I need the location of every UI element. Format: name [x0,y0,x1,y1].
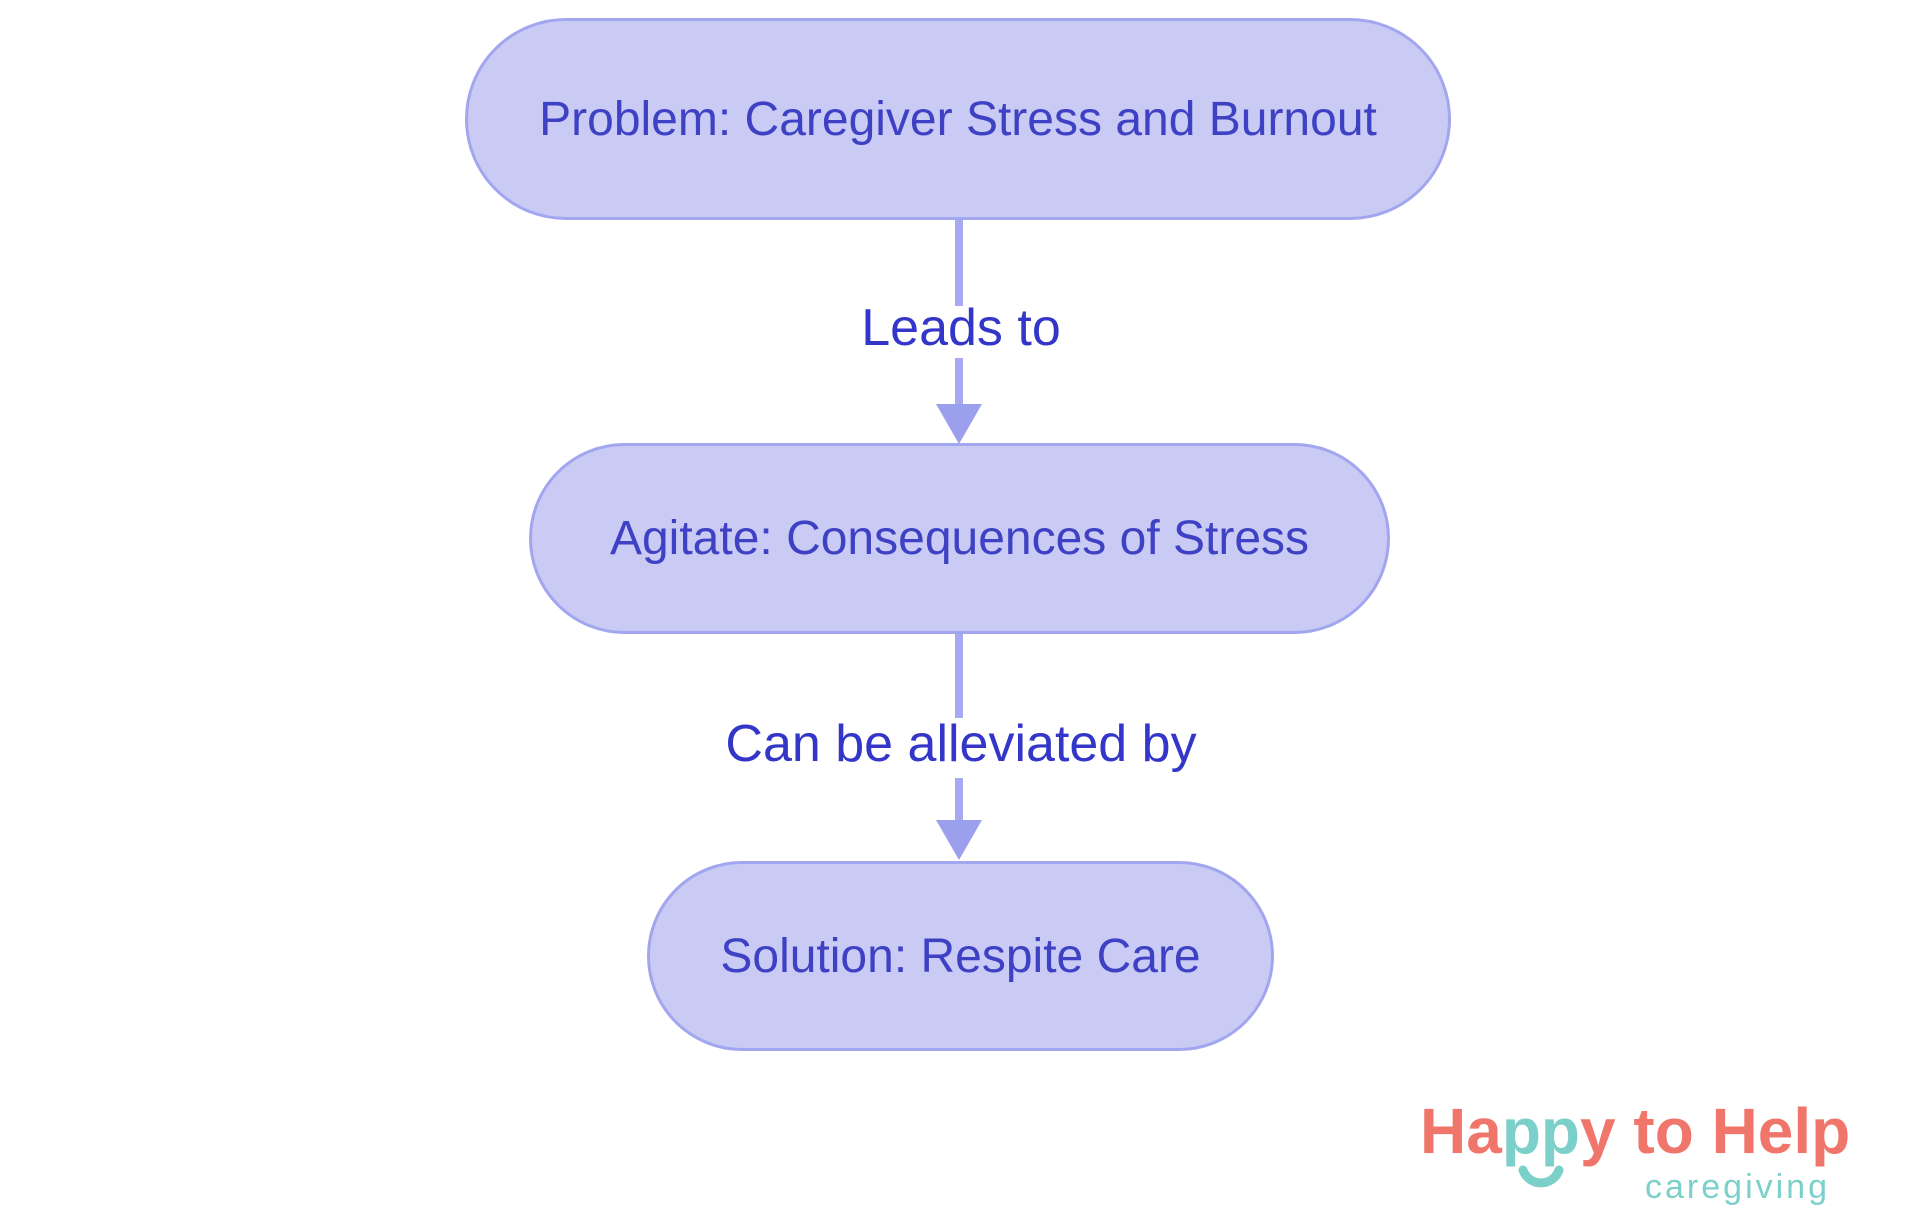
node-solution: Solution: Respite Care [647,861,1274,1051]
node-problem: Problem: Caregiver Stress and Burnout [465,18,1451,220]
arrow-down-icon [936,820,982,860]
node-agitate: Agitate: Consequences of Stress [529,443,1390,634]
smile-icon [1518,1165,1564,1188]
edge-label-alleviated-by: Can be alleviated by [725,715,1197,773]
arrow-down-icon [936,404,982,444]
node-solution-label: Solution: Respite Care [720,929,1201,983]
logo-text-ha: Ha [1420,1095,1502,1167]
node-problem-label: Problem: Caregiver Stress and Burnout [539,92,1377,146]
logo-tagline: caregiving [1645,1168,1830,1206]
node-agitate-label: Agitate: Consequences of Stress [609,512,1310,565]
edge-label-leads-to: Leads to [861,299,1061,357]
edge-line-segment [955,634,963,718]
edge-line-segment [955,220,963,306]
edge-line-segment [955,358,963,406]
edge-line-segment [955,778,963,820]
logo-text-pp: pp [1502,1099,1580,1188]
logo-text-y-to-help: y to Help [1580,1095,1851,1167]
